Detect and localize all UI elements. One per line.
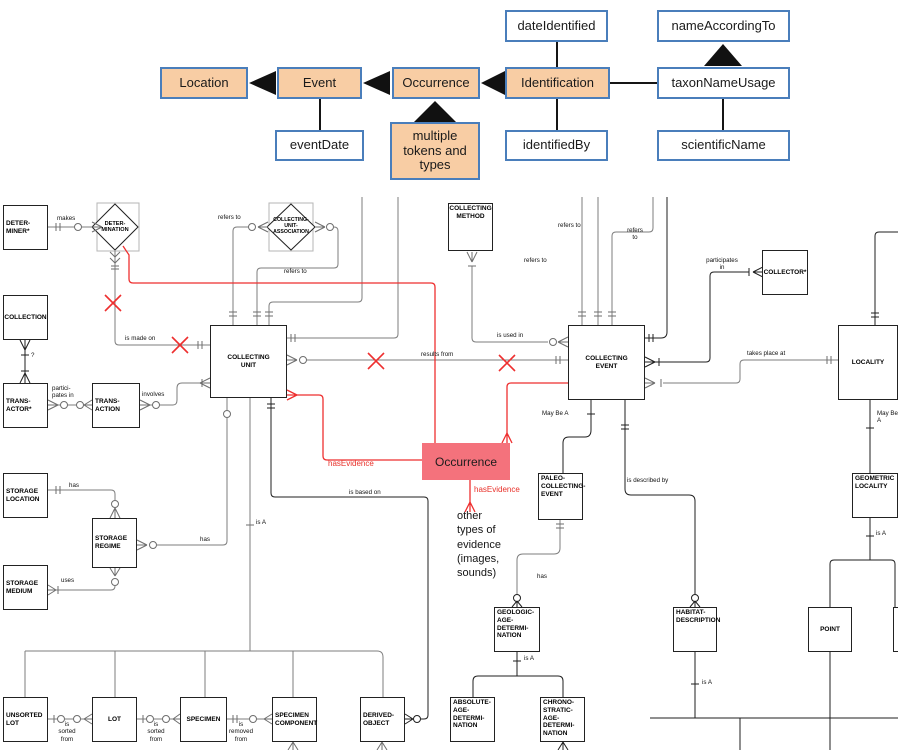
entity-occurrence-highlight: Occurrence: [422, 443, 510, 480]
flow-box-dateidentified: dateIdentified: [505, 10, 608, 42]
edge-label-is-a: is A: [702, 679, 712, 686]
edge-label-refers-to: refers to: [558, 222, 581, 229]
entity-absolute-age-determination: ABSOLUTE- AGE-DETERMI- NATION: [450, 697, 495, 742]
edge-label-makes: makes: [57, 215, 76, 222]
edge-label-is-described-by: is described by: [627, 477, 669, 484]
red-annotation-lines: [122, 245, 568, 513]
flow-box-identifiedby: identifiedBy: [505, 130, 608, 161]
arrow-left-icon: [363, 71, 390, 95]
entity-transactor: TRANS- ACTOR*: [3, 383, 48, 428]
flow-box-multiple-tokens: multiple tokens and types: [390, 122, 480, 180]
note-other-evidence-types: other types of evidence (images, sounds): [457, 510, 502, 580]
edge-label-may-be-a: May Be A: [877, 410, 898, 425]
er-black-lines: [24, 197, 898, 750]
edge-label-hasevidence: hasEvidence: [328, 459, 374, 468]
entity-lot: LOT: [92, 697, 137, 742]
flow-box-eventdate: eventDate: [275, 130, 364, 161]
entity-cutoff-box: [893, 607, 898, 652]
arrow-left-icon: [481, 71, 505, 95]
entity-storage-location: STORAGE LOCATION: [3, 473, 48, 518]
edge-label-is-sorted-from: is sorted from: [147, 721, 165, 743]
edge-label-refers-to: refers to: [284, 268, 307, 275]
edge-label-refers-to: refers to: [627, 227, 643, 242]
edge-label-has: has: [69, 482, 79, 489]
entity-collecting-unit: COLLECTING UNIT: [210, 325, 287, 398]
flow-connector-lines: [319, 42, 724, 130]
arrow-up-icon: [704, 44, 742, 66]
entity-paleo-collecting-event: PALEO- COLLECTING- EVENT: [538, 473, 585, 520]
entity-determiner: DETER- MINER*: [3, 205, 48, 250]
entity-storage-medium: STORAGE MEDIUM: [3, 565, 48, 610]
red-x-marks: [104, 294, 516, 372]
er-gray-lines: [24, 197, 838, 720]
edge-label-hasevidence: hasEvidence: [474, 485, 520, 494]
edge-label-uses: uses: [61, 577, 75, 584]
edge-label-takes-place-at: takes place at: [747, 350, 786, 357]
flow-box-event: Event: [277, 67, 362, 99]
edge-label-may-be-a: May Be A: [542, 410, 569, 417]
arrow-left-icon: [249, 71, 276, 95]
edge-label-is-a: is A: [524, 655, 534, 662]
edge-label-is-sorted-from: is sorted from: [58, 721, 76, 743]
entity-specimen-component: SPECIMEN COMPONENT: [272, 697, 317, 742]
entity-determination: DETER- MINATION: [101, 220, 129, 233]
er-notation-marks: [19, 221, 879, 750]
edge-label-refers-to: refers to: [524, 257, 547, 264]
flow-box-location: Location: [160, 67, 248, 99]
entity-transaction: TRANS- ACTION: [92, 383, 140, 428]
entity-collection: COLLECTION: [3, 295, 48, 340]
flow-box-nameaccordingto: nameAccordingTo: [657, 10, 790, 42]
edge-label-refers-to: refers to: [218, 214, 241, 221]
edge-label-question-mark: ?: [31, 352, 35, 359]
flow-box-identification: Identification: [505, 67, 610, 99]
edge-label-is-a: is A: [876, 530, 886, 537]
edge-label-involves: involves: [142, 391, 165, 398]
edge-label-is-based-on: is based on: [349, 489, 381, 496]
edge-label-is-a: is A: [256, 519, 266, 526]
entity-geometric-locality: GEOMETRIC LOCALITY: [852, 473, 898, 518]
entity-locality: LOCALITY: [838, 325, 898, 400]
entity-collecting-unit-association: COLLECTING- UNIT- ASSOCIATION: [273, 217, 309, 235]
entity-unsorted-lot: UNSORTED LOT: [3, 697, 48, 742]
edge-label-results-from: results from: [421, 351, 454, 358]
flow-box-occurrence: Occurrence: [392, 67, 480, 99]
entity-point: POINT: [808, 607, 852, 652]
flow-arrow-triangles: [249, 44, 742, 122]
edge-label-is-used-in: is used in: [497, 332, 524, 339]
entity-habitat-description: HABITAT- DESCRIPTION: [673, 607, 720, 652]
arrow-up-icon: [414, 101, 456, 122]
entity-derived-object: DERIVED- OBJECT: [360, 697, 405, 742]
edge-label-is-made-on: is made on: [125, 335, 156, 342]
entity-geologic-age-determination: GEOLOGIC- AGE-DETERMI- NATION: [494, 607, 540, 652]
entity-collector: COLLECTOR*: [762, 250, 808, 295]
entity-collecting-method: COLLECTING METHOD: [448, 203, 493, 251]
edge-label-participates-in: partici- pates in: [52, 385, 74, 400]
entity-specimen: SPECIMEN: [180, 697, 227, 742]
entity-storage-regime: STORAGE REGIME: [92, 518, 137, 568]
edge-label-is-removed-from: is removed from: [228, 721, 254, 743]
edge-label-has: has: [200, 536, 210, 543]
edge-label-participates-in: participates in: [706, 257, 738, 272]
edge-label-has: has: [537, 573, 547, 580]
flow-box-taxonnameusage: taxonNameUsage: [657, 67, 790, 99]
entity-collecting-event: COLLECTING EVENT: [568, 325, 645, 400]
relationship-diamonds: [91, 202, 316, 252]
entity-chrono-stratic-age-determination: CHRONO- STRATIC-AGE- DETERMI- NATION: [540, 697, 585, 742]
flow-box-scientificname: scientificName: [657, 130, 790, 161]
